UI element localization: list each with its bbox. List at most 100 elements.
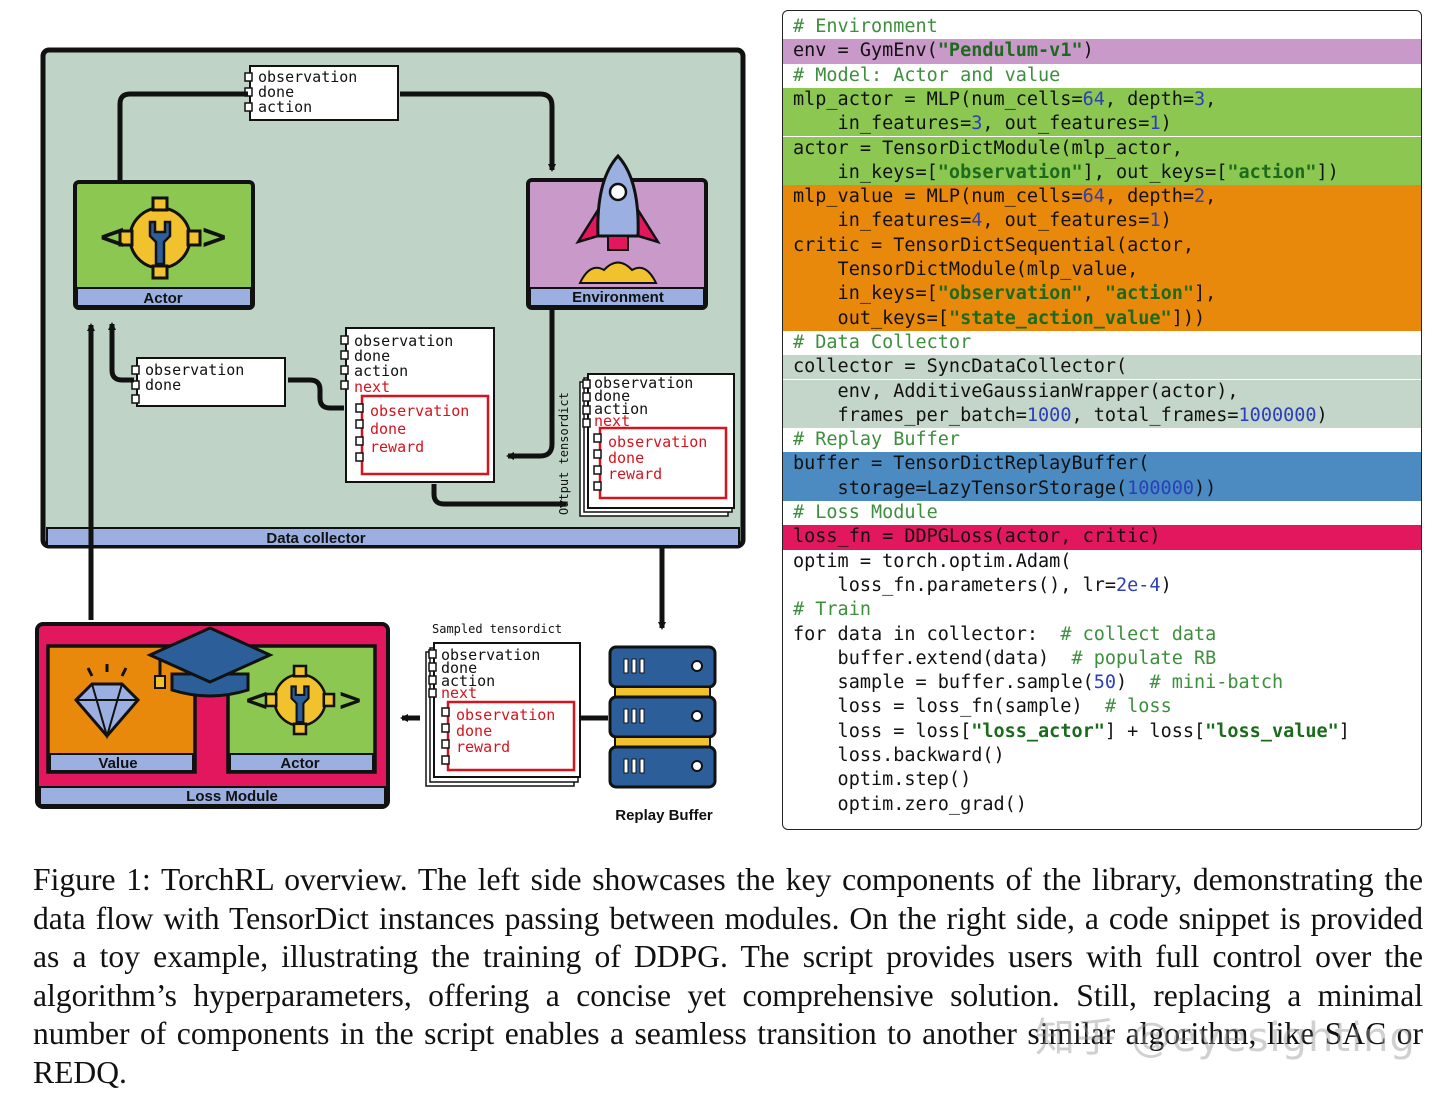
code-line: in_keys=["observation", "action"], bbox=[783, 282, 1421, 307]
code-token: 100000 bbox=[1127, 477, 1194, 499]
td-top-key: observation bbox=[258, 68, 357, 86]
code-token: frames_per_batch= bbox=[793, 404, 1027, 426]
server-stack-icon bbox=[608, 645, 717, 789]
code-token: ) bbox=[1082, 40, 1094, 62]
code-token: out_keys=[ bbox=[793, 307, 949, 329]
td-out-inner-key: observation bbox=[608, 433, 707, 451]
code-token: ])) bbox=[1171, 307, 1206, 329]
code-line: buffer = TensorDictReplayBuffer( bbox=[783, 452, 1421, 477]
code-token: sample = buffer.sample( bbox=[793, 672, 1094, 694]
code-line: env, AdditiveGaussianWrapper(actor), bbox=[783, 379, 1421, 404]
td-sampled-key: observation bbox=[441, 646, 540, 664]
code-line: for data in collector: # collect data bbox=[783, 622, 1421, 647]
graduation-cap-icon bbox=[146, 626, 274, 698]
code-token: in_features= bbox=[793, 210, 972, 232]
code-line: loss = loss["loss_actor"] + loss["loss_v… bbox=[783, 719, 1421, 744]
code-token: # loss bbox=[1104, 696, 1172, 718]
td-out-next: next bbox=[594, 412, 630, 430]
code-line: sample = buffer.sample(50) # mini-batch bbox=[783, 671, 1421, 696]
td-left-key: done bbox=[145, 376, 181, 394]
td-sampled-next: next bbox=[441, 684, 477, 702]
code-token: # Model: Actor and value bbox=[793, 64, 1061, 86]
arrows bbox=[87, 91, 666, 722]
code-token: for data in collector: bbox=[793, 623, 1061, 645]
tensordict-top: observation done action bbox=[244, 65, 399, 121]
td-sampled-key: action bbox=[441, 672, 495, 690]
loss-actor-label: Actor bbox=[280, 755, 319, 772]
code-line: # Train bbox=[783, 598, 1421, 623]
code-token: , out_features= bbox=[982, 113, 1150, 135]
td-out-key: observation bbox=[594, 374, 693, 392]
actor-label: Actor bbox=[143, 290, 182, 307]
data-collector-box: Data collector bbox=[40, 47, 746, 549]
code-line: mlp_actor = MLP(num_cells=64, depth=3, bbox=[783, 87, 1421, 113]
code-token: buffer = TensorDictReplayBuffer( bbox=[793, 453, 1150, 475]
code-token: 64 bbox=[1082, 88, 1105, 110]
code-token: ) bbox=[1316, 404, 1328, 426]
code-token: 1000 bbox=[1026, 404, 1072, 426]
actor-box: Actor < > bbox=[73, 180, 255, 310]
tensordict-sampled-stack: Sampled tensordict observation done acti… bbox=[425, 622, 581, 787]
td-mid-key: action bbox=[354, 362, 408, 380]
code-token: 2 bbox=[1193, 186, 1206, 208]
code-token: collector = SyncDataCollector( bbox=[793, 356, 1128, 378]
code-token: loss.backward() bbox=[793, 745, 1005, 766]
code-token: optim.zero_grad() bbox=[793, 793, 1027, 815]
code-token: , bbox=[1082, 283, 1105, 305]
code-token: # Train bbox=[793, 599, 871, 621]
code-line: TensorDictModule(mlp_value, bbox=[783, 258, 1421, 283]
code-token: ] + loss[ bbox=[1104, 720, 1206, 742]
code-token: # Environment bbox=[793, 16, 938, 37]
code-token: "action" bbox=[1227, 161, 1317, 183]
code-token: ) bbox=[1160, 113, 1172, 135]
code-token: )) bbox=[1193, 477, 1217, 499]
code-token: "Pendulum-v1" bbox=[937, 40, 1083, 62]
code-token: loss = loss_fn(sample) bbox=[793, 696, 1105, 718]
code-line: # Replay Buffer bbox=[783, 428, 1421, 453]
code-line: mlp_value = MLP(num_cells=64, depth=2, bbox=[783, 185, 1421, 210]
tensordict-left: observation done bbox=[131, 357, 286, 407]
code-line: optim.zero_grad() bbox=[783, 792, 1421, 817]
output-tensordict-label: Output tensordict bbox=[557, 392, 571, 515]
code-token: # Replay Buffer bbox=[793, 429, 961, 451]
td-sampled-inner-key: reward bbox=[456, 738, 510, 756]
code-token: 64 bbox=[1082, 186, 1105, 208]
code-token: 4 bbox=[971, 210, 983, 232]
code-token: # collect data bbox=[1060, 623, 1217, 645]
rocket-icon bbox=[575, 153, 661, 284]
code-token: buffer.extend(data) bbox=[793, 647, 1072, 669]
environment-box: Environment bbox=[526, 153, 708, 310]
code-token: optim = torch.optim.Adam( bbox=[793, 550, 1072, 572]
td-mid-key: observation bbox=[354, 332, 453, 350]
code-line: actor = TensorDictModule(mlp_actor, bbox=[783, 136, 1421, 161]
code-token: 1000000 bbox=[1238, 404, 1317, 426]
code-line: env = GymEnv("Pendulum-v1") bbox=[783, 39, 1421, 64]
code-token: 3 bbox=[971, 113, 983, 135]
code-token: in_keys=[ bbox=[793, 283, 938, 305]
td-out-inner-key: done bbox=[608, 449, 644, 467]
code-line: storage=LazyTensorStorage(100000)) bbox=[783, 476, 1421, 501]
td-sampled-key: done bbox=[441, 659, 477, 677]
code-token: optim.step() bbox=[793, 769, 972, 791]
td-out-key: done bbox=[594, 387, 630, 405]
code-token: actor = TensorDictModule(mlp_actor, bbox=[793, 137, 1183, 159]
data-collector-label: Data collector bbox=[266, 530, 365, 547]
replay-buffer-label: Replay Buffer bbox=[615, 807, 713, 824]
tensordict-output-stack: observation done action next observation… bbox=[557, 373, 735, 517]
code-token: ) bbox=[1160, 210, 1172, 232]
code-line: # Loss Module bbox=[783, 501, 1421, 526]
code-line: loss = loss_fn(sample) # loss bbox=[783, 695, 1421, 720]
code-line: in_features=3, out_features=1) bbox=[783, 112, 1421, 137]
td-sampled-inner-key: done bbox=[456, 722, 492, 740]
code-token: env = GymEnv( bbox=[793, 40, 938, 62]
code-line: optim.step() bbox=[783, 768, 1421, 793]
code-line: frames_per_batch=1000, total_frames=1000… bbox=[783, 403, 1421, 429]
code-token: in_features= bbox=[793, 113, 972, 135]
td-sampled-inner-key: observation bbox=[456, 706, 555, 724]
code-token: loss = loss[ bbox=[793, 720, 972, 742]
code-token: TensorDictModule(mlp_value, bbox=[793, 259, 1139, 280]
code-token: storage=LazyTensorStorage( bbox=[793, 477, 1128, 499]
code-token: # mini-batch bbox=[1149, 672, 1284, 694]
td-top-key: done bbox=[258, 83, 294, 101]
